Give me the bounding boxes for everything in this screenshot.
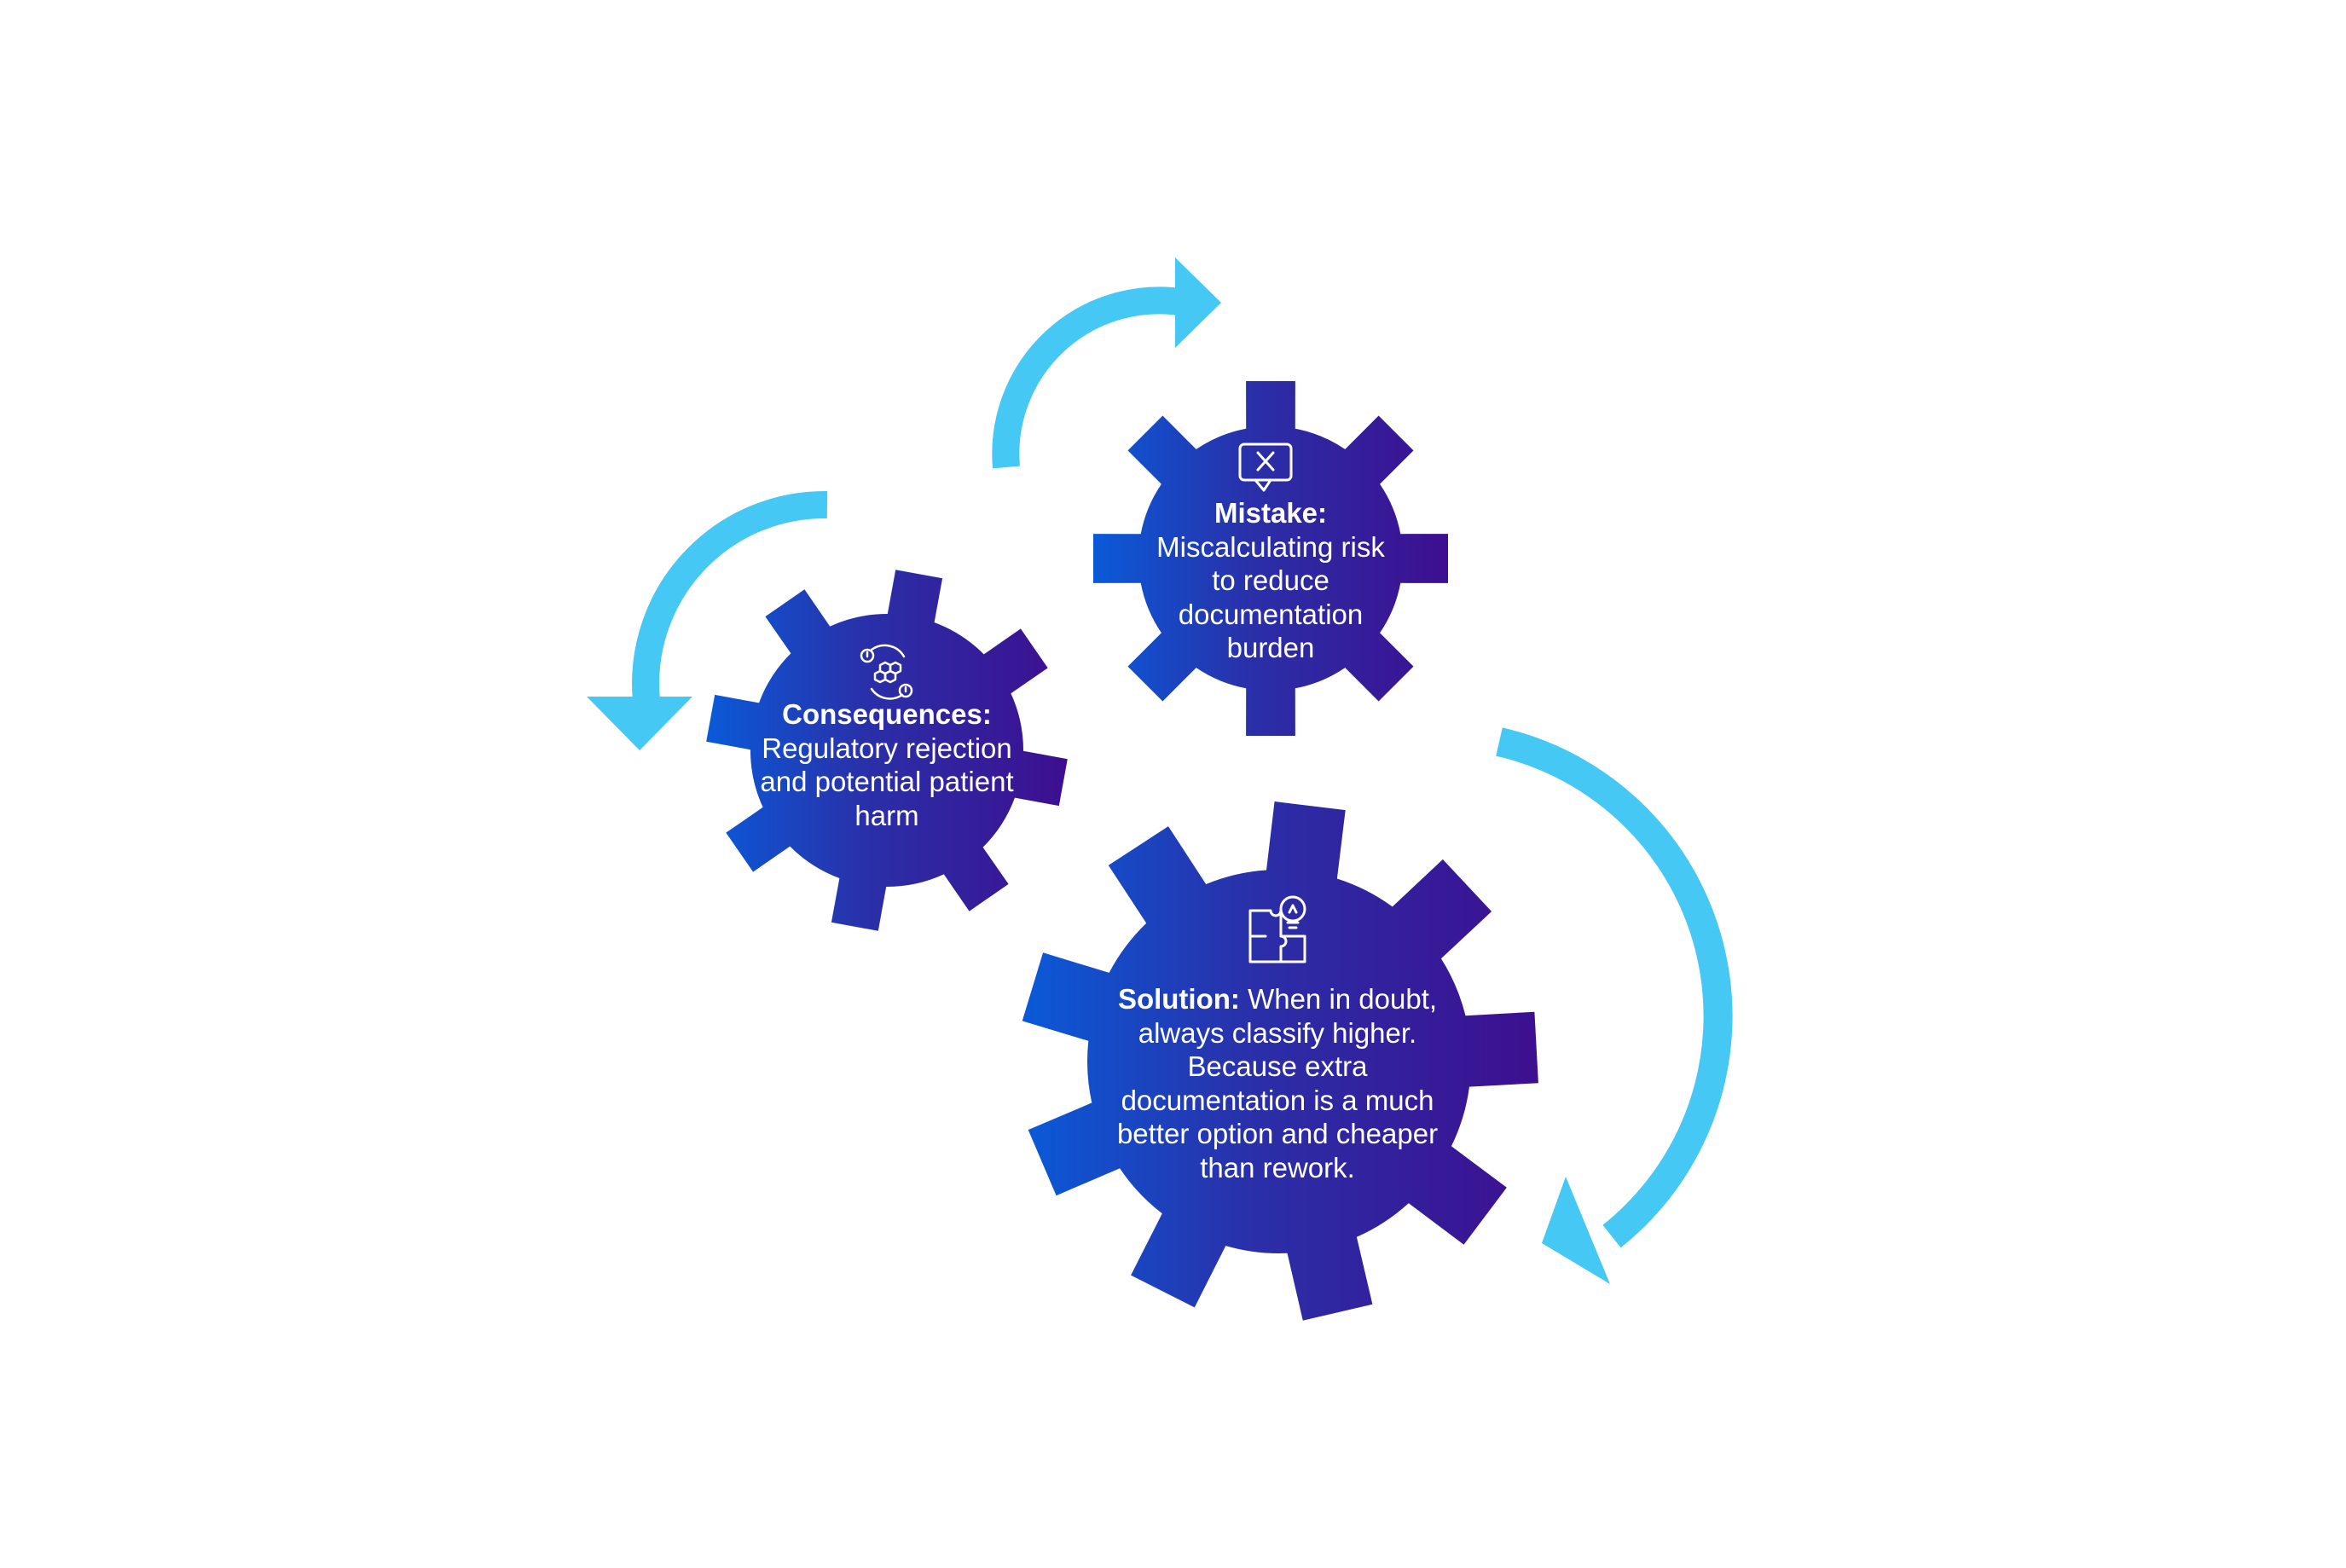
consequences-label: Consequences: Regulatory rejection and p… — [759, 697, 1015, 832]
puzzle-lightbulb-icon — [1248, 895, 1306, 963]
gear-mistake — [1093, 381, 1448, 736]
consequences-title: Consequences: — [782, 698, 992, 730]
solution-title: Solution: — [1117, 983, 1240, 1015]
mistake-label: Mistake: Miscalculating risk to reduce d… — [1143, 496, 1399, 665]
gear-solution — [1022, 801, 1538, 1321]
arrow-left — [587, 490, 828, 750]
solution-label: Solution: When in doubt, always classify… — [1107, 982, 1448, 1185]
solution-body: When in doubt, always classify higher. B… — [1116, 983, 1439, 1183]
cycle-arrows — [587, 257, 1733, 1284]
mistake-title: Mistake: — [1214, 497, 1328, 529]
arrow-right — [1496, 727, 1733, 1284]
warning-hexagons-icon — [860, 644, 913, 700]
mistake-body: Miscalculating risk to reduce documentat… — [1156, 530, 1385, 664]
consequences-body: Regulatory rejection and potential patie… — [760, 732, 1014, 831]
arrow-top — [992, 257, 1221, 469]
gear-consequences — [706, 570, 1068, 931]
speech-bubble-x-icon — [1238, 443, 1293, 492]
